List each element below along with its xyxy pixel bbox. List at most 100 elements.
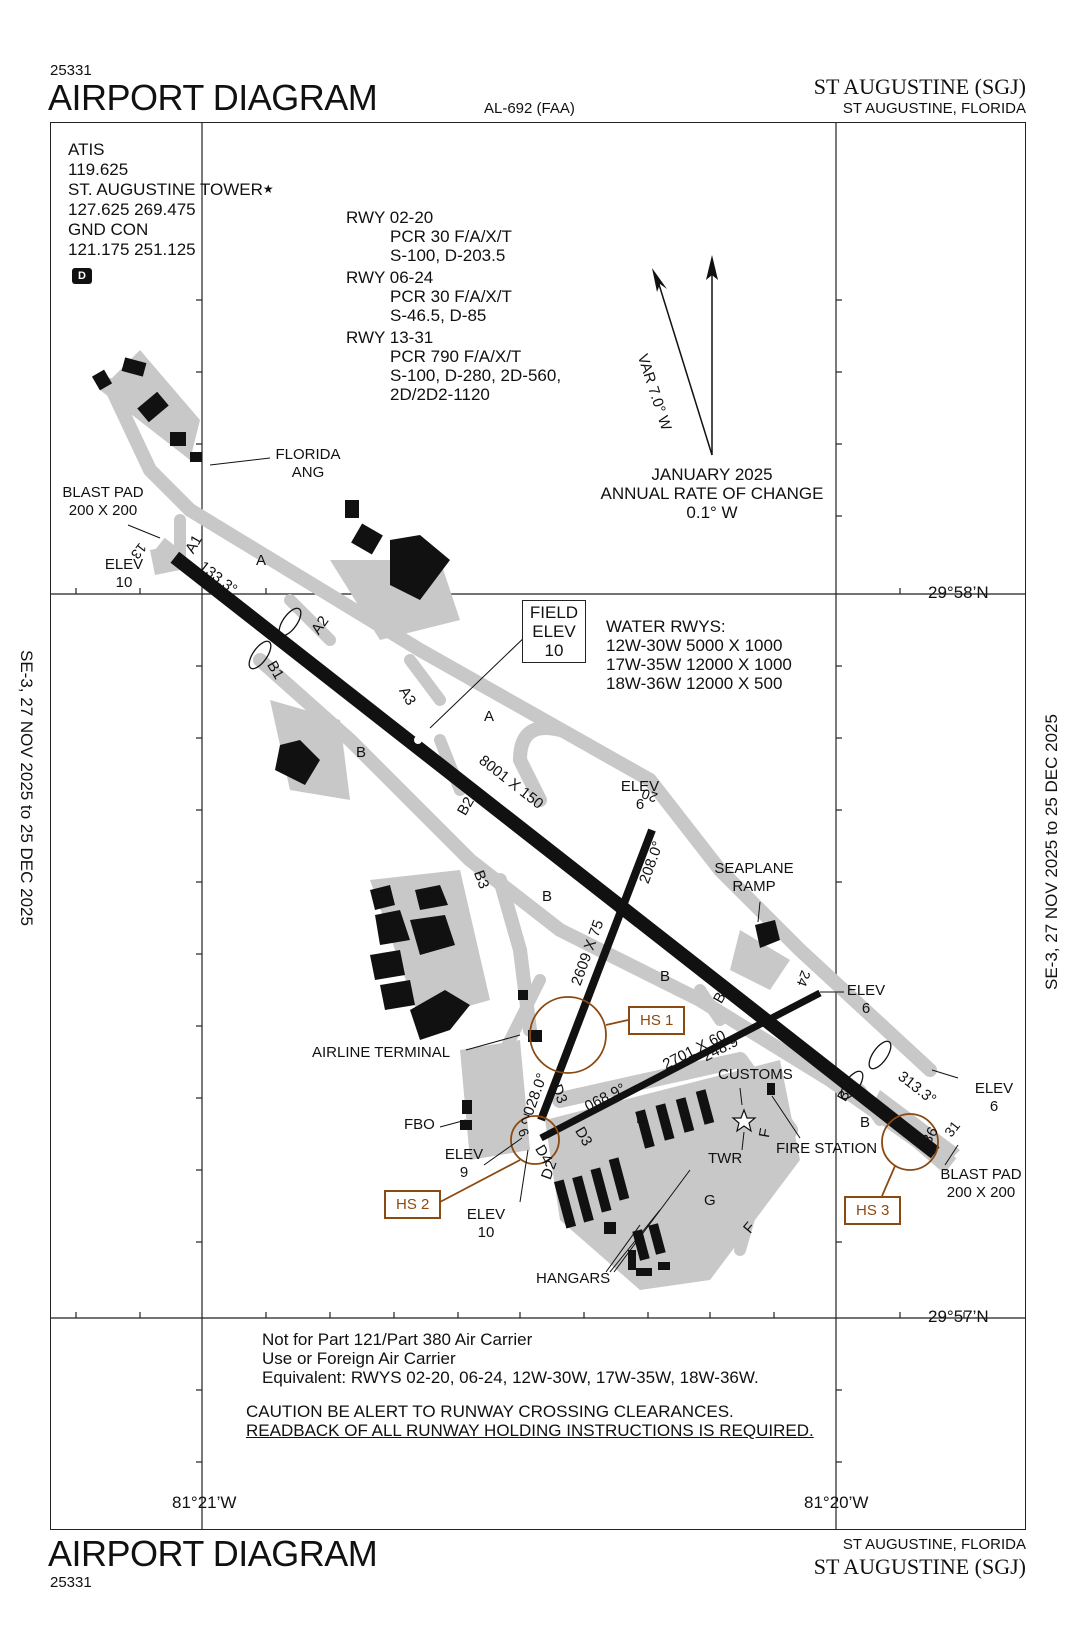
chart-title-bottom: AIRPORT DIAGRAM [48,1533,378,1574]
airport-name-top: ST AUGUSTINE (SGJ) [813,74,1026,99]
blast-pad-13 [153,537,181,565]
procedure-id: AL-692 (FAA) [484,100,575,117]
tower-name: ST. AUGUSTINE TOWER [68,180,263,199]
building [370,950,405,980]
taxiway-label-a-2: A [484,708,495,725]
building [415,885,448,910]
taxiway-label-g: G [704,1192,716,1209]
side-date-right: SE-3, 27 NOV 2025 to 25 DEC 2025 [1042,714,1061,990]
field-elevation-box: FIELD ELEV 10 [522,600,586,663]
d-atis-icon: D [72,266,92,284]
building [518,990,528,1000]
taxiway-label-b-3: B [660,968,671,985]
fbo-building [462,1100,472,1114]
tower-star-icon: ★ [262,182,274,196]
building [170,432,186,446]
chart-frame [50,122,1026,1530]
building [370,885,395,910]
building [275,740,320,785]
hot-spot-1-circle [529,996,607,1074]
building [91,369,113,391]
notes-block: Not for Part 121/Part 380 Air Carrier Us… [262,1330,759,1387]
building [345,500,359,518]
magnetic-north-arrowhead [652,268,667,292]
taxiway-a-path [103,378,937,1077]
lat-label-north: 29°58’N [928,583,989,602]
caution-block: CAUTION BE ALERT TO RUNWAY CROSSING CLEA… [246,1402,814,1440]
airline-terminal-building [528,1030,542,1042]
hot-spot-2-label: HS 2 [384,1190,442,1219]
leader-lines [127,457,959,1273]
fire-station-label: FIRE STATION [776,1140,878,1157]
hangar-rows [553,1089,715,1276]
airport-name-bottom: ST AUGUSTINE (SGJ) [813,1554,1026,1579]
water-runways-block: WATER RWYS: 12W-30W 5000 X 1000 17W-35W … [606,617,792,693]
rwy-06-24-strength: RWY 06-24 PCR 30 F/A/X/T S-46.5, D-85 [346,268,512,325]
building [460,1120,472,1130]
rwy-02-20-strength: RWY 02-20 PCR 30 F/A/X/T S-100, D-203.5 [346,208,512,265]
side-date-left: SE-3, 27 NOV 2025 to 25 DEC 2025 [17,650,36,926]
ground-label: GND CON [68,220,149,239]
hold-markings [248,607,892,1100]
lon-label-west: 81°21’W [172,1493,237,1512]
taxiway-label-b: B [356,744,367,761]
building [137,391,169,423]
tower-frequency: 127.625 269.475 [68,200,196,219]
variation-block: JANUARY 2025 ANNUAL RATE OF CHANGE 0.1° … [600,465,824,522]
building [190,452,202,462]
lon-label-east: 81°20’W [804,1493,869,1512]
taxiway-label-d: D [636,1110,647,1127]
customs-building [767,1083,775,1095]
grid-ticks [75,299,965,1463]
taxiway-b-path [253,653,937,1157]
taxiway-label-b-4: B [860,1114,871,1131]
atis-label: ATIS [68,140,105,159]
hot-spot-1-label: HS 1 [628,1006,686,1035]
doc-number-top: 25331 [50,62,92,79]
fbo-label: FBO [404,1116,435,1133]
buildings [91,357,780,1276]
magnetic-north-line [656,277,713,456]
taxiway-label-b-2: B [542,888,553,905]
doc-number-bottom: 25331 [50,1574,92,1591]
taxiway-label-a: A [256,552,267,569]
seaplane-ramp-building [755,920,780,948]
rwy-13-31-strength: RWY 13-31 PCR 790 F/A/X/T S-100, D-280, … [346,328,562,404]
building [121,357,147,377]
hangars-label: HANGARS [536,1270,611,1287]
hot-spot-2-circle [510,1115,560,1165]
atis-frequency: 119.625 [68,160,129,179]
runway-13-31 [167,549,943,1161]
tower-star [731,1108,757,1133]
city-state-top: ST AUGUSTINE, FLORIDA [842,100,1026,117]
building [410,990,470,1040]
hot-spot-circles [439,996,939,1203]
lat-label-south: 29°57’N [928,1307,989,1326]
building [380,980,415,1010]
ground-frequency: 121.175 251.125 [68,240,196,259]
building [351,523,383,555]
twr-label: TWR [708,1150,743,1167]
hot-spot-3-circle [881,1113,939,1171]
hot-spot-3-label: HS 3 [844,1196,902,1225]
city-state-bottom: ST AUGUSTINE, FLORIDA [842,1536,1026,1553]
field-elevation-point [414,736,422,744]
building [410,915,455,955]
building-large [390,535,450,600]
magnetic-variation-arrows [652,255,718,456]
tower-label: ST. AUGUSTINE TOWER★ [68,180,274,199]
building [375,910,410,945]
chart-title-top: AIRPORT DIAGRAM [48,77,378,118]
true-north-arrowhead [706,255,718,280]
